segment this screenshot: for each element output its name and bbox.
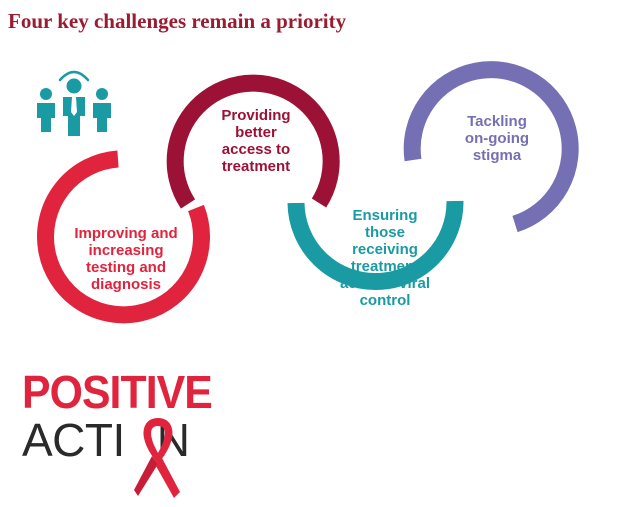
- challenge-label-stigma: Tackling on-going stigma: [464, 113, 530, 164]
- challenges-diagram: [37, 61, 579, 324]
- viral-arc: [287, 200, 464, 290]
- access-arc: [166, 74, 340, 209]
- challenge-label-access: Providing better access to treatment: [221, 107, 291, 175]
- testing-arc: [37, 150, 211, 324]
- challenge-label-viral-control: Ensuring those receiving treatment achie…: [339, 207, 431, 309]
- stigma-arc: [403, 61, 579, 233]
- page-title: Four key challenges remain a priority: [8, 9, 347, 33]
- logo-action-prefix: ACTI: [22, 414, 125, 466]
- red-ribbon-icon: [134, 418, 180, 498]
- challenge-label-testing: Improving and increasing testing and dia…: [74, 225, 178, 293]
- logo-line-positive: POSITIVE: [22, 366, 213, 418]
- people-group-icon: [37, 70, 111, 136]
